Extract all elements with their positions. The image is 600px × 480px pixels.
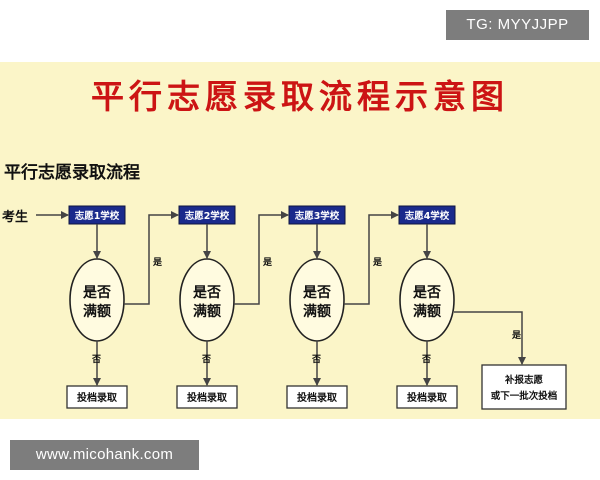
decision-label: 是否: [413, 285, 441, 301]
outcome-label: 投档录取: [297, 391, 338, 404]
start-label: 考生: [2, 209, 28, 225]
school-label: 志愿2学校: [185, 210, 230, 222]
diagram-subtitle: 平行志愿录取流程: [4, 163, 140, 183]
yes-arrow: [234, 211, 289, 305]
final-label: 或下一批次投档: [491, 390, 558, 402]
outcome-label: 投档录取: [407, 391, 448, 404]
outcome-box: [176, 385, 238, 409]
no-label: 否: [311, 354, 321, 365]
outcome-box: [286, 385, 348, 409]
yes-arrow: [454, 311, 526, 365]
yes-label: 是: [152, 257, 163, 268]
diagram-panel: [0, 62, 600, 419]
page-title: 平行志愿录取流程示意图: [91, 77, 509, 116]
final-label: 补报志愿: [504, 374, 544, 386]
school-label: 志愿4学校: [405, 210, 450, 222]
decision-label: 满额: [303, 303, 331, 320]
outcome-label: 投档录取: [77, 391, 118, 404]
decision-label: 是否: [193, 285, 221, 301]
outcome-box: [396, 385, 458, 409]
watermark-top: TG: MYYJJPP: [446, 10, 589, 40]
yes-label: 是: [262, 257, 273, 268]
school-label: 志愿3学校: [295, 210, 340, 222]
outcome-box: [66, 385, 128, 409]
yes-arrow: [124, 211, 179, 305]
watermark-bottom: www.micohank.com: [10, 440, 199, 470]
no-label: 否: [201, 354, 211, 365]
decision-label: 是否: [303, 285, 331, 301]
school-label: 志愿1学校: [75, 210, 120, 222]
yes-label: 是: [372, 257, 383, 268]
yes-arrow: [344, 211, 399, 305]
decision-label: 满额: [83, 303, 111, 320]
decision-label: 满额: [193, 303, 221, 320]
no-label: 否: [421, 354, 431, 365]
outcome-label: 投档录取: [187, 391, 228, 404]
yes-label: 是: [511, 330, 522, 341]
decision-label: 是否: [83, 285, 111, 301]
final-box: [481, 364, 567, 410]
no-label: 否: [91, 354, 101, 365]
decision-label: 满额: [413, 303, 441, 320]
